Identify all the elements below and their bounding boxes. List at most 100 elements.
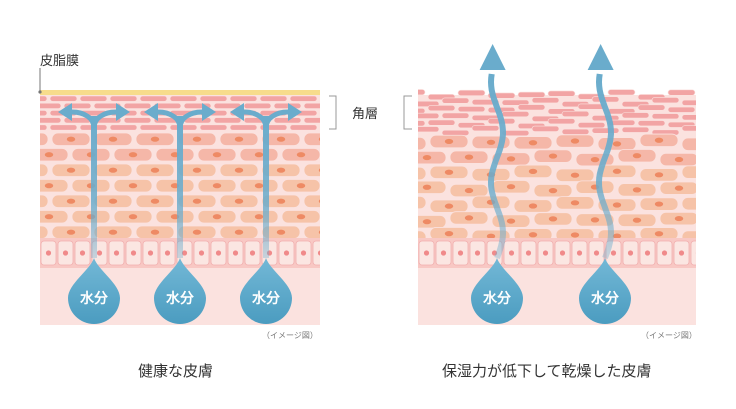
epidermis-cell: [418, 215, 447, 229]
cell-nucleus: [464, 215, 474, 221]
epidermis-cell: [40, 225, 49, 239]
cell-nucleus: [612, 168, 622, 174]
epidermis-cell: [40, 194, 49, 208]
left-note: （イメージ図）: [262, 331, 318, 340]
corneum-cell: [40, 110, 48, 117]
cell-nucleus: [403, 234, 411, 239]
epidermis-cells: [25, 132, 320, 239]
cell-nucleus: [697, 142, 705, 147]
cell-nucleus: [283, 250, 290, 256]
cell-nucleus: [249, 250, 256, 256]
epidermis-cell: [418, 136, 427, 151]
cell-nucleus: [147, 250, 154, 256]
cell-nucleus: [192, 167, 202, 173]
cell-nucleus: [198, 250, 205, 256]
corneum-cell: [561, 128, 590, 135]
cell-nucleus: [464, 187, 474, 194]
cell-nucleus: [108, 167, 118, 173]
water-escape-2: 水分: [579, 44, 631, 324]
corneum-cell: [303, 102, 320, 109]
cell-nucleus: [192, 198, 202, 204]
corneum-cell: [457, 106, 486, 113]
cell-nucleus: [66, 198, 76, 204]
arrowhead-left: [230, 103, 244, 121]
arrowhead-right: [116, 103, 130, 121]
cell-nucleus: [108, 198, 118, 204]
cell-nucleus: [528, 232, 538, 238]
cell-nucleus: [654, 201, 664, 207]
corneum-cell: [621, 112, 650, 119]
cell-nucleus: [422, 154, 432, 161]
cell-nucleus: [542, 250, 549, 256]
water-drop: [68, 258, 120, 324]
cell-nucleus: [627, 250, 634, 256]
corneum-cell: [139, 95, 168, 102]
water-drop-label: 水分: [166, 290, 194, 307]
corneum-cell: [501, 111, 530, 118]
cell-nucleus: [506, 156, 516, 162]
cell-nucleus: [318, 137, 320, 142]
corneum-cell: [79, 95, 108, 102]
cell-nucleus: [317, 250, 320, 256]
water-wavy-stem: [488, 73, 506, 260]
cell-nucleus: [486, 139, 496, 145]
basal-cell: [690, 240, 696, 266]
corneum-cell: [561, 110, 590, 117]
corneum-cell: [531, 125, 560, 132]
cell-nucleus: [403, 200, 411, 205]
cell-nucleus: [570, 138, 580, 144]
water-paths-dry: 水分水分: [471, 44, 631, 324]
cell-nucleus: [644, 250, 651, 256]
cell-nucleus: [403, 171, 411, 176]
cell-nucleus: [528, 203, 538, 209]
cell-nucleus: [593, 250, 600, 256]
cell-nucleus: [150, 198, 160, 204]
corneum-cell: [651, 97, 680, 104]
epidermis-cell: [681, 165, 696, 179]
cell-nucleus: [528, 168, 538, 174]
sebum-label: 皮脂膜: [40, 54, 80, 69]
epidermis-cell: [303, 132, 320, 146]
branch-right: [177, 109, 203, 129]
corneum-cell: [183, 117, 212, 124]
cell-nucleus: [25, 230, 33, 235]
left-caption: 健康な皮膚: [138, 362, 214, 380]
water-drop: [471, 258, 523, 324]
arrowhead-left: [58, 103, 72, 121]
corneum-cell: [681, 125, 696, 132]
corneum-cell: [681, 99, 696, 106]
cell-nucleus: [318, 168, 320, 173]
cell-nucleus: [25, 199, 33, 204]
cell-nucleus: [654, 172, 664, 178]
corneum-cell: [418, 107, 426, 114]
cell-nucleus: [440, 250, 447, 256]
corneum-cell: [681, 114, 696, 121]
cell-nucleus: [674, 156, 684, 163]
corneum-cell: [418, 112, 440, 119]
cell-nucleus: [108, 136, 118, 142]
corneum-cell: [93, 102, 122, 109]
corneum-cell: [40, 102, 62, 109]
corneum-cell: [667, 89, 696, 96]
water-drop-label: 水分: [252, 290, 280, 307]
cell-nucleus: [590, 157, 600, 163]
corneum-cell: [123, 102, 152, 109]
cell-nucleus: [44, 152, 54, 158]
corneum-cell: [547, 118, 576, 125]
water-paths-healthy: 水分 水分 水分: [58, 103, 302, 324]
cell-nucleus: [697, 169, 705, 174]
right-note: （イメージ図）: [641, 331, 697, 340]
corneum-cell: [273, 117, 302, 124]
corneum-cell: [243, 102, 272, 109]
corneum-cell: [199, 124, 228, 131]
water-flow-1: 水分: [58, 103, 130, 324]
water-drop-label: 水分: [80, 290, 108, 307]
corneum-cell: [501, 99, 530, 106]
cell-nucleus: [464, 154, 474, 160]
cell-nucleus: [234, 229, 244, 235]
cell-nucleus: [318, 230, 320, 235]
corneum-cell: [651, 113, 680, 120]
cell-nucleus: [632, 153, 642, 159]
cell-nucleus: [192, 229, 202, 235]
corneum-cell: [259, 95, 288, 102]
